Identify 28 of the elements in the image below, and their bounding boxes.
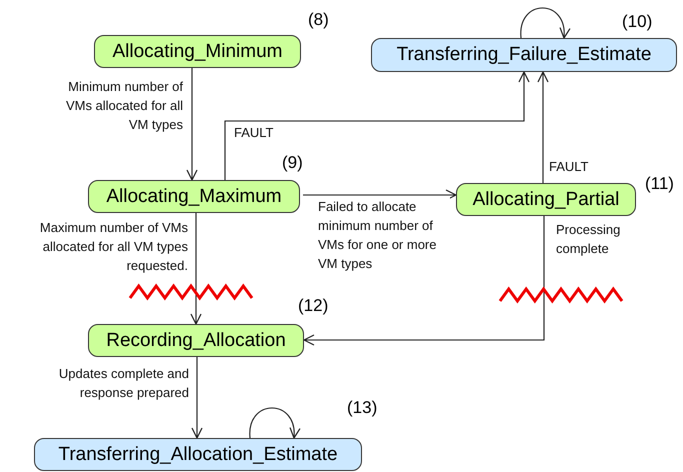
state-box	[88, 180, 300, 213]
state-name: Allocating_Partial	[472, 188, 620, 210]
arrow	[191, 357, 203, 439]
state-box	[371, 38, 677, 72]
arrow	[303, 216, 545, 346]
state-number: (13)	[347, 398, 378, 418]
self-loop-arrow	[520, 7, 570, 39]
arrow	[186, 68, 198, 181]
state-box	[34, 438, 362, 471]
state-number: (10)	[622, 12, 652, 32]
state-name: Transferring_Failure_Estimate	[396, 44, 652, 66]
state-number: (11)	[645, 174, 674, 194]
state-number: (8)	[308, 10, 329, 30]
state-name: Recording_Allocation	[106, 330, 286, 352]
state-number: (9)	[282, 153, 303, 173]
state-box	[94, 35, 301, 68]
state-box	[88, 324, 304, 357]
state-box	[456, 183, 636, 216]
arrow	[537, 71, 549, 183]
state-name: Allocating_Minimum	[112, 40, 282, 62]
arrow	[224, 71, 530, 180]
state-name: Allocating_Maximum	[106, 186, 282, 208]
arrow	[303, 189, 457, 201]
arrow	[190, 213, 202, 325]
edge-label: Failed to allocate minimum number of VMs for one or more VM types	[318, 197, 450, 273]
self-loop-arrow	[249, 408, 300, 439]
state-number: (12)	[298, 296, 328, 316]
state-name: Transferring_Allocation_Estimate	[58, 444, 338, 466]
